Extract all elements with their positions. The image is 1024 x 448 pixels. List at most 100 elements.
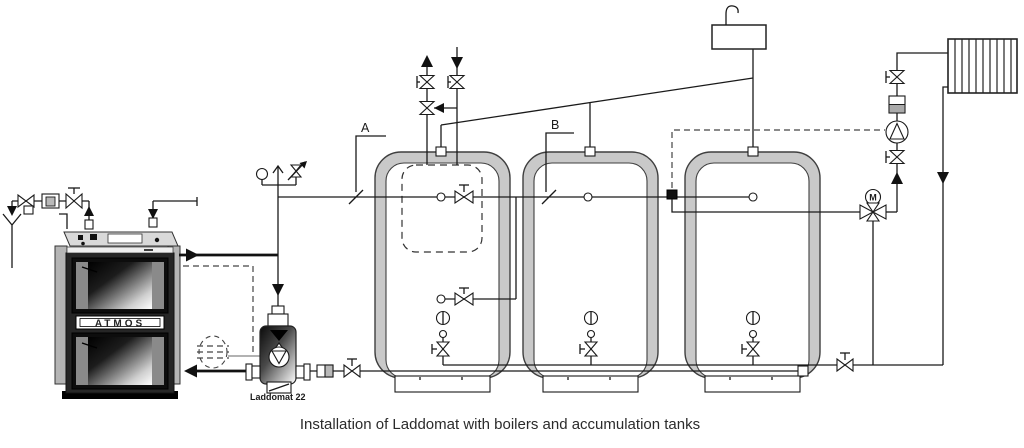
laddomat-unit: Laddomat 22 bbox=[183, 265, 311, 402]
motor-label: M bbox=[869, 193, 877, 203]
lower-door-handle bbox=[81, 342, 98, 349]
boiler-display bbox=[107, 233, 143, 244]
tank-internals bbox=[431, 310, 761, 365]
flow-left-arrow bbox=[434, 103, 444, 113]
pump-direction-triangle bbox=[889, 122, 905, 140]
circuit-valve-upper bbox=[885, 69, 906, 85]
radiator-return-pipe bbox=[942, 86, 948, 365]
thermometer-gauge bbox=[255, 167, 269, 181]
tank-2-thermometer-drain bbox=[579, 310, 599, 365]
supply-flow-arrow bbox=[186, 248, 199, 262]
motorized-mixing-valve: M bbox=[859, 188, 887, 222]
tank-1-top-tap bbox=[436, 192, 446, 202]
open-vent-arrow bbox=[272, 164, 284, 174]
accumulation-tank-3 bbox=[684, 151, 821, 393]
cooling-loop-piping bbox=[2, 187, 198, 268]
boiler-coil-nipple-in bbox=[148, 217, 158, 228]
diagram-caption: Installation of Laddomat with boilers an… bbox=[300, 416, 700, 433]
cooling-loop-valve-2 bbox=[65, 187, 83, 210]
tank-3-thermometer-drain bbox=[741, 310, 761, 365]
pipe-break-mark-b bbox=[541, 189, 557, 205]
flow-up-arrow bbox=[891, 172, 903, 184]
flow-down-arrow bbox=[148, 209, 158, 219]
laddomat-check-valve bbox=[266, 381, 292, 394]
tank-1-supply-valve bbox=[454, 184, 474, 205]
accumulation-tank-1 bbox=[374, 151, 511, 393]
drain-funnel bbox=[2, 213, 22, 268]
open-expansion-vessel-group bbox=[435, 5, 767, 157]
tank-1-inner-vessel-dashed bbox=[401, 164, 483, 253]
left-pipe-valve bbox=[416, 74, 436, 90]
boiler-brand-plate: ATMOS bbox=[75, 315, 165, 330]
label-b-text: B bbox=[551, 118, 559, 132]
tank-1-mid-tap-branch bbox=[436, 197, 517, 307]
laddomat-left-port bbox=[245, 363, 261, 381]
safety-valve bbox=[287, 161, 307, 185]
tank-1-pedestal bbox=[394, 375, 491, 393]
sensor-pocket bbox=[23, 205, 34, 215]
left-pipe-check-valve bbox=[418, 100, 436, 116]
tank-2-top-tap bbox=[583, 192, 593, 202]
thermic-valve-arrow bbox=[270, 330, 288, 341]
tank-3-top-nipple bbox=[747, 146, 759, 157]
boiler-lower-door bbox=[71, 332, 169, 390]
laddomat-right-port bbox=[295, 363, 311, 381]
panel-switch-2 bbox=[90, 234, 97, 240]
heating-supply-tap-line bbox=[671, 199, 861, 213]
section-label-b: B bbox=[545, 118, 574, 192]
thermal-valve-filter bbox=[41, 193, 60, 209]
laddomat-line-union bbox=[316, 364, 334, 378]
expansion-collector-pipe bbox=[440, 77, 754, 126]
bottom-return-lines bbox=[310, 352, 943, 379]
panel-switch-1 bbox=[78, 235, 83, 240]
pump-impeller-triangle bbox=[271, 350, 287, 365]
vent-safety-group bbox=[255, 161, 307, 186]
boiler-top-trim bbox=[66, 246, 174, 254]
return-flow-arrow bbox=[184, 364, 197, 378]
boiler-brand-text: ATMOS bbox=[95, 319, 145, 330]
laddomat-top-nipple bbox=[271, 305, 285, 315]
boiler-coil-nipple-out bbox=[84, 219, 94, 230]
flow-down-arrow bbox=[937, 172, 949, 184]
boiler-connections bbox=[179, 185, 284, 378]
flow-up-arrow bbox=[84, 206, 94, 216]
circuit-valve-lower bbox=[885, 149, 906, 165]
accumulation-tank-2 bbox=[522, 151, 659, 393]
boiler-base bbox=[62, 391, 178, 399]
radiator bbox=[947, 38, 1018, 94]
laddomat-line-valve bbox=[343, 358, 361, 379]
radiator-return-valve bbox=[836, 352, 854, 373]
expansion-vessel bbox=[711, 24, 767, 50]
boiler-left-panel bbox=[54, 245, 68, 385]
tank-3-pedestal bbox=[704, 375, 801, 393]
flow-down-arrow bbox=[451, 57, 463, 69]
laddomat-label: Laddomat 22 bbox=[250, 392, 306, 402]
label-a-text: A bbox=[361, 121, 370, 135]
tank-1-top-pipes bbox=[416, 47, 466, 165]
radiator-circuit: M bbox=[859, 38, 1018, 365]
vent-hook-pipe bbox=[725, 5, 739, 25]
tank-1-thermometer-drain bbox=[431, 310, 451, 365]
tank-sensor-control bbox=[666, 129, 885, 213]
cooling-loop-valve-1 bbox=[17, 193, 35, 209]
flow-down-arrow bbox=[272, 284, 284, 296]
tank-1-top-nipple bbox=[435, 146, 447, 157]
section-label-a: A bbox=[355, 121, 386, 192]
laddomat-dashed-box bbox=[183, 265, 254, 352]
upper-door-handle bbox=[81, 266, 98, 273]
right-pipe-valve bbox=[447, 74, 466, 90]
panel-knob-2 bbox=[154, 237, 160, 243]
flow-up-arrow bbox=[421, 55, 433, 67]
temperature-sensor bbox=[666, 189, 678, 200]
alternate-pump-dashed bbox=[197, 335, 260, 369]
boiler-upper-door bbox=[71, 257, 169, 314]
tank-2-pedestal bbox=[542, 375, 639, 393]
circuit-filter bbox=[888, 95, 906, 114]
tank-2-top-nipple bbox=[584, 146, 596, 157]
panel-knob-1 bbox=[81, 241, 85, 246]
drain-arrow bbox=[7, 206, 17, 216]
tank-3-top-tap bbox=[748, 192, 758, 202]
pipe-break-mark-a bbox=[348, 189, 364, 205]
